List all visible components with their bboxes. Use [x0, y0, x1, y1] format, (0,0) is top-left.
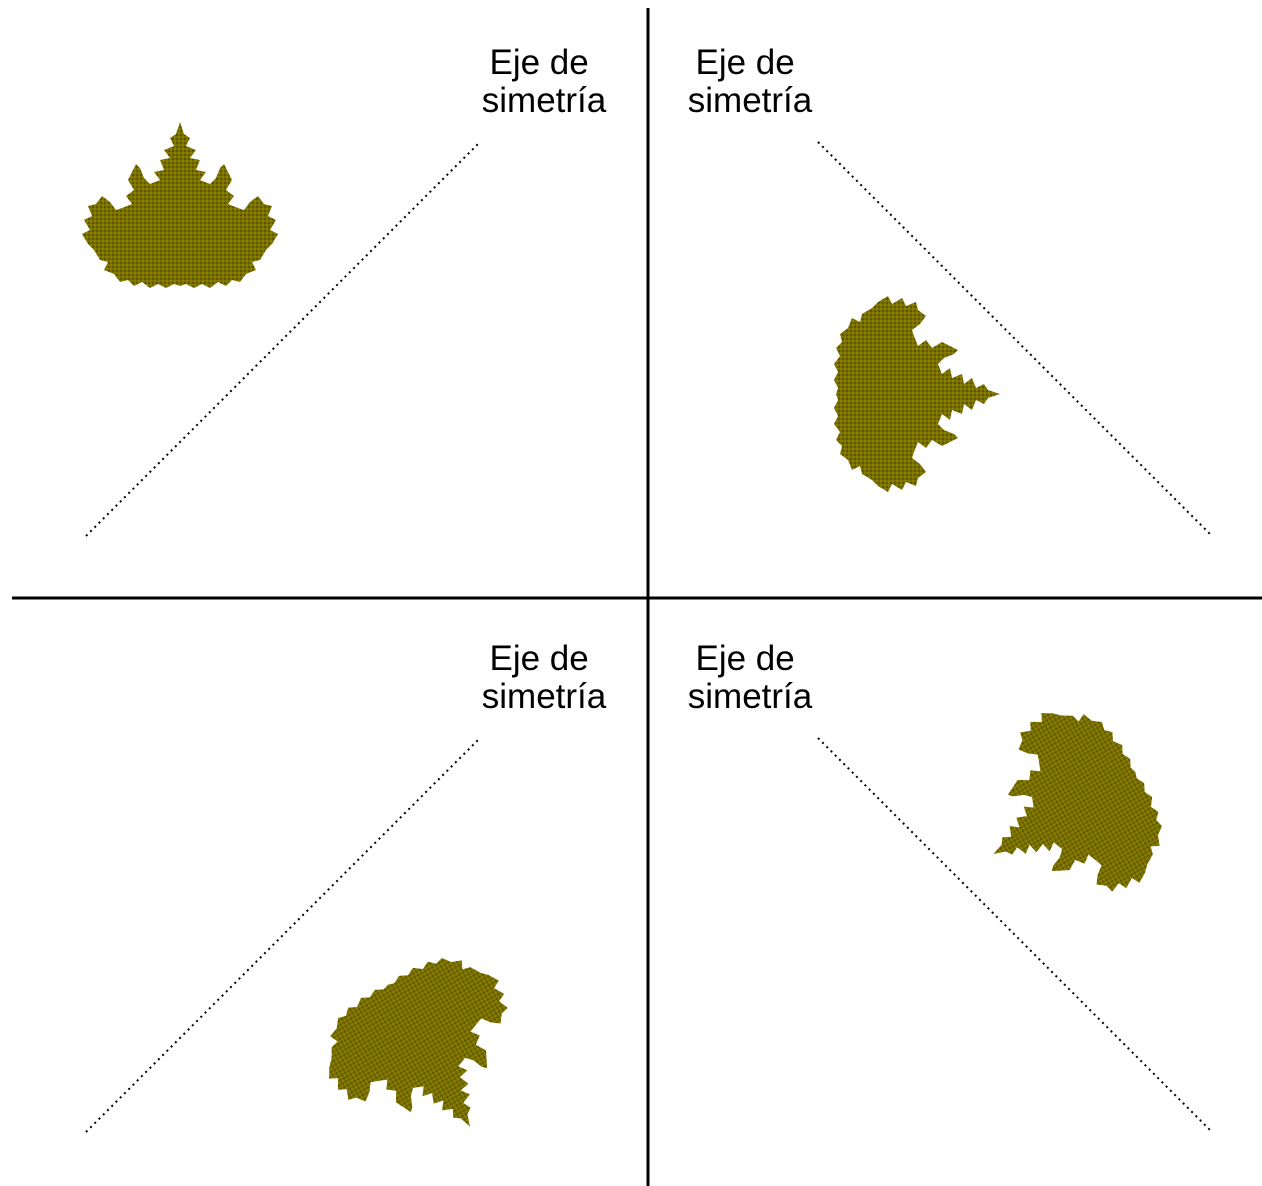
symmetry-axis-label: Eje de simetría: [482, 639, 607, 716]
symmetry-axis-label: Eje de simetría: [688, 43, 813, 120]
label-line-1: Eje de: [696, 43, 795, 82]
symmetry-axis-label: Eje de simetría: [688, 639, 813, 716]
label-line-1: Eje de: [490, 639, 589, 678]
label-line-1: Eje de: [490, 43, 589, 82]
maple-leaf-icon: [302, 933, 555, 1176]
panel-bottom-right: Eje de simetría: [688, 639, 1213, 1133]
label-line-2: simetría: [482, 677, 607, 716]
panel-top-left: Eje de simetría: [82, 43, 607, 537]
maple-leaf-icon: [834, 296, 1000, 492]
panel-top-right: Eje de simetría: [688, 43, 1213, 537]
label-line-2: simetría: [688, 81, 813, 120]
symmetry-axis-label: Eje de simetría: [482, 43, 607, 120]
label-line-2: simetría: [688, 677, 813, 716]
panel-bottom-left: Eje de simetría: [85, 639, 607, 1176]
label-line-2: simetría: [482, 81, 607, 120]
maple-leaf-icon: [82, 122, 278, 288]
label-line-1: Eje de: [696, 639, 795, 678]
maple-leaf-icon: [944, 686, 1187, 939]
symmetry-axis-line: [817, 737, 1213, 1133]
